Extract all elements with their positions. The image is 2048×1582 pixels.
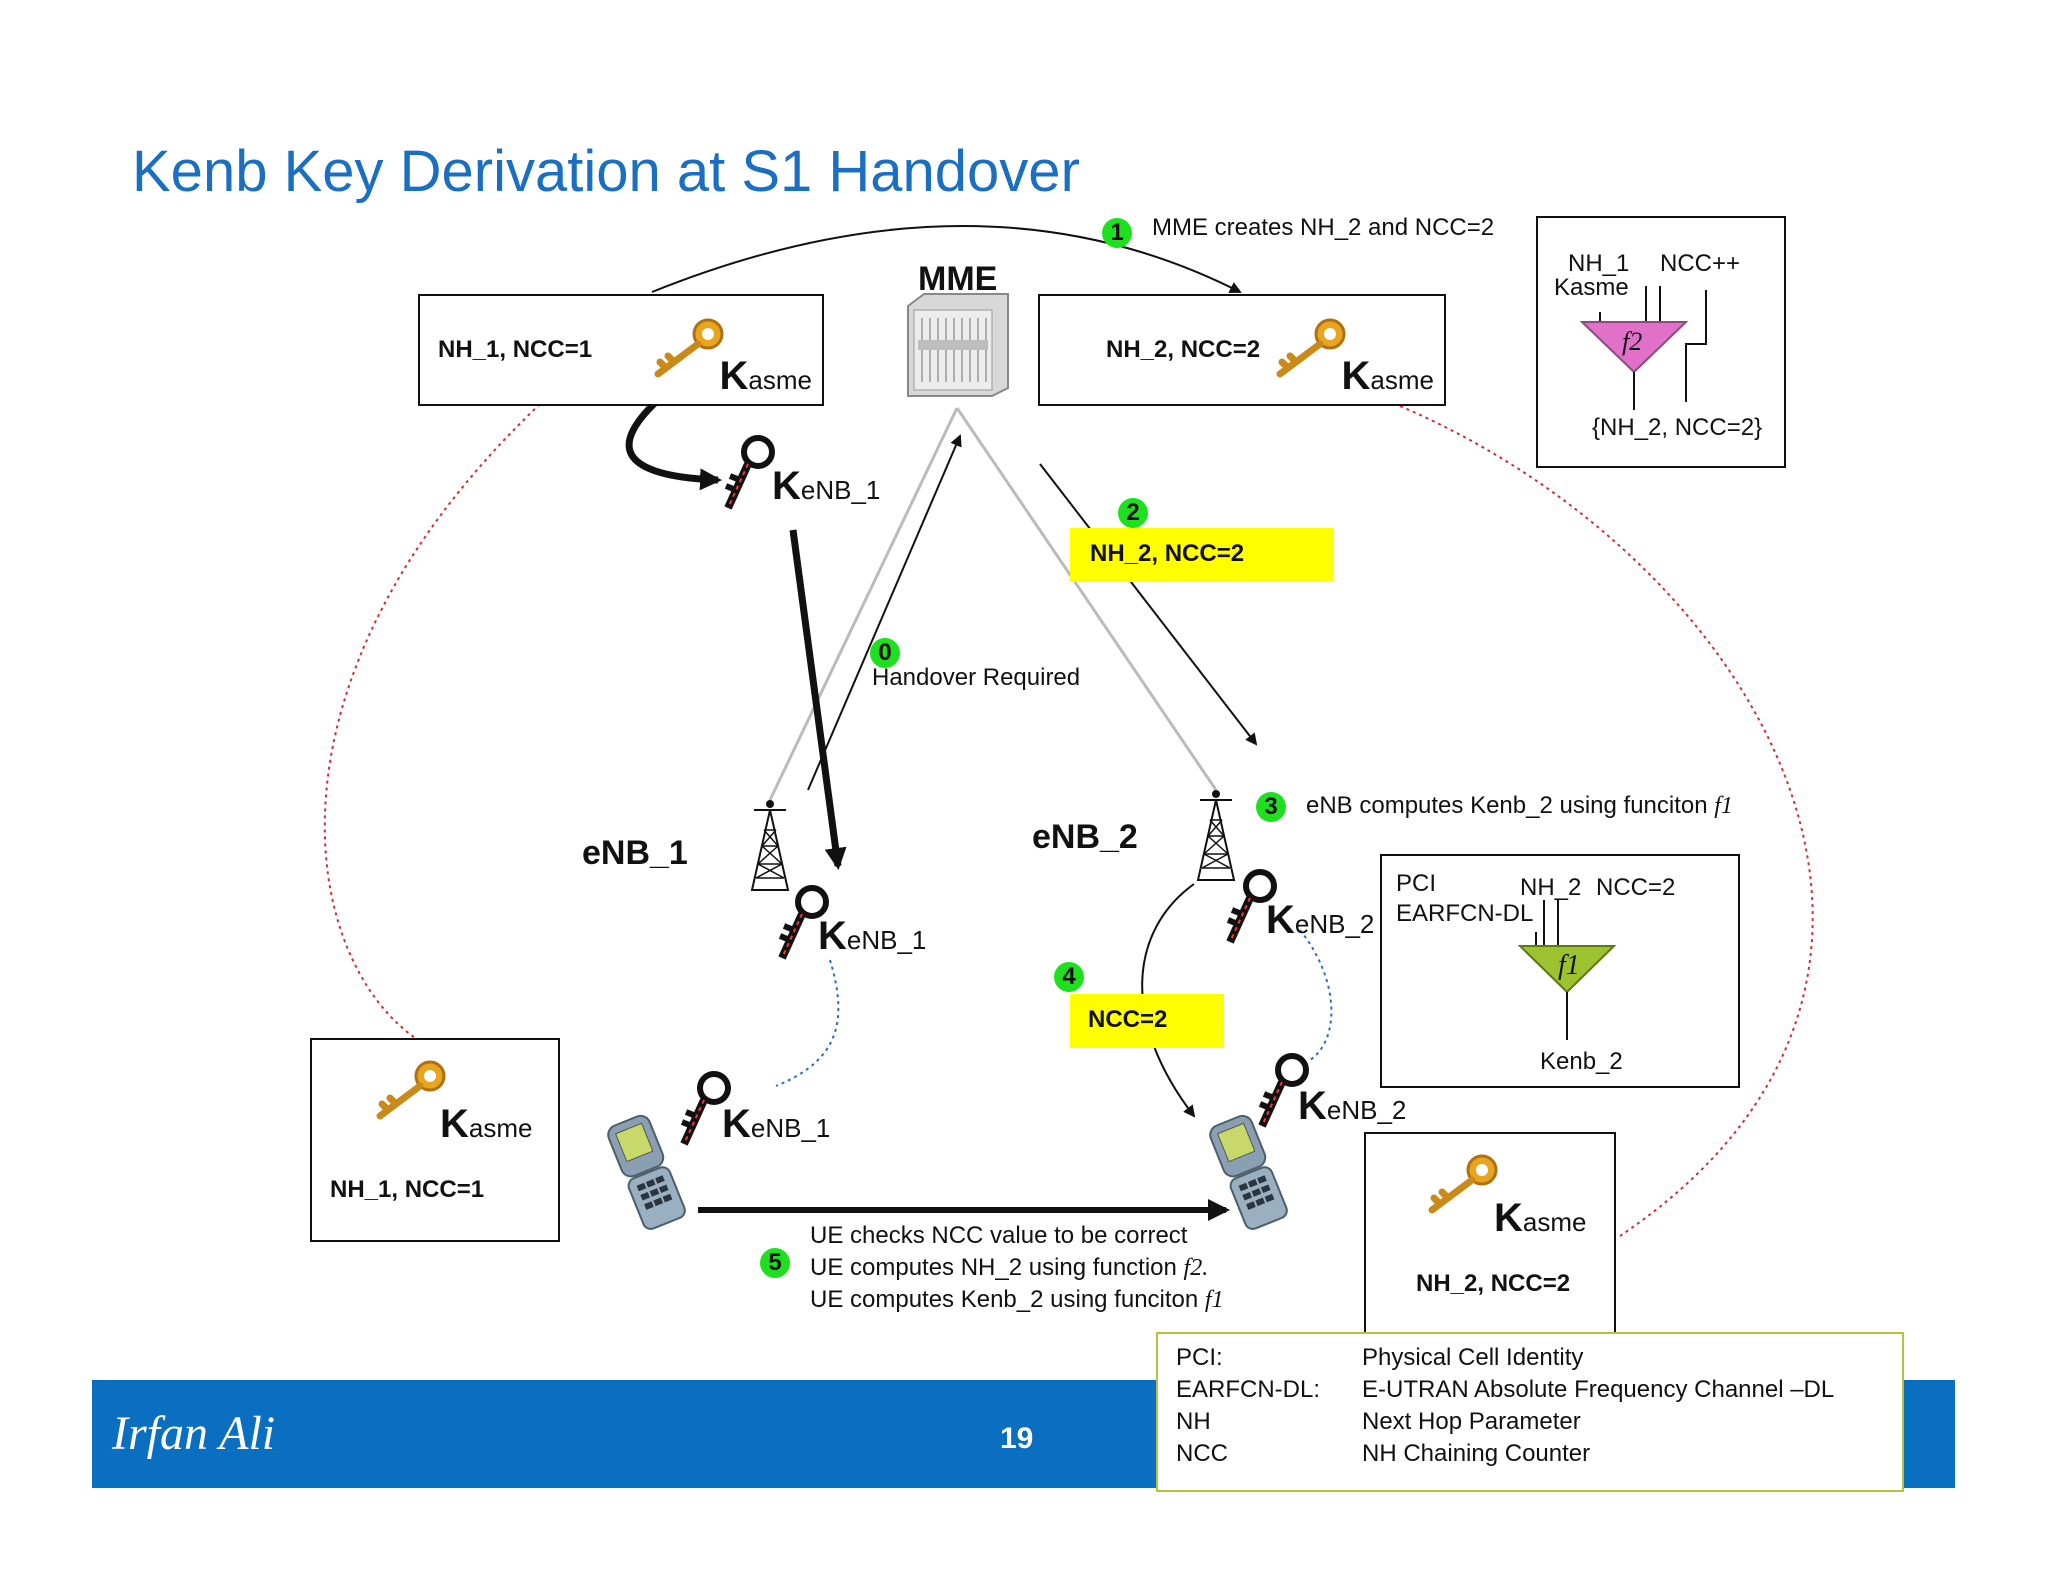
f1-input-ncc: NCC=2 [1596,874,1676,901]
gold-key-icon [654,318,724,378]
kenb1-key-icon [778,885,829,960]
mme-label: MME [918,260,998,298]
f2-input-nh1: NH_1 [1568,250,1630,277]
kasme-box-mme-new: NH_2, NCC=2 Kasme [1038,294,1446,406]
kenb2-label-ue: KeNB_2 [1298,1084,1407,1128]
mme-server-icon [907,293,1009,397]
box-label: NH_1, NCC=1 [330,1176,485,1203]
ue-old-phone-icon [607,1114,686,1230]
step-badge-5: 5 [760,1248,790,1278]
step-badge-3: 3 [1256,792,1286,822]
arc-step1 [651,225,1242,293]
kasme-label: Kasme [440,1102,533,1146]
f2-fn-label: f2 [1622,327,1642,356]
step-3-text: eNB computes Kenb_2 using funciton f1 [1306,792,1733,819]
link-mme-enb2 [955,407,1218,791]
legend-def: NH Chaining Counter [1362,1440,1591,1467]
step-4-text: NCC=2 [1088,1006,1168,1033]
arrow-kenb1-down [789,529,847,870]
legend-term: NCC [1176,1440,1228,1467]
step-badge-2: 2 [1118,498,1148,528]
f1-input-earfcn: EARFCN-DL [1396,900,1534,927]
step-badge-0: 0 [870,638,900,668]
arrow-step2 [1039,463,1258,746]
link-mme-enb1 [768,407,959,801]
kenb1-label-enb: KeNB_1 [818,914,927,958]
f1-input-nh2: NH_2 [1520,874,1582,901]
step-1-text: MME creates NH_2 and NCC=2 [1152,214,1495,241]
ue-new-phone-icon [1209,1114,1288,1230]
f1-output: Kenb_2 [1540,1048,1623,1075]
enb2-tower-icon [1196,790,1236,881]
step-5-line2: UE computes NH_2 using function f2. [810,1254,1209,1281]
legend-def: Physical Cell Identity [1362,1344,1584,1371]
footer-author: Irfan Ali [112,1407,276,1460]
step-5-line3: UE computes Kenb_2 using funciton f1 [810,1286,1224,1313]
step-5-line1: UE checks NCC value to be correct [810,1222,1188,1249]
legend-term: EARFCN-DL: [1176,1376,1321,1403]
enb1-label: eNB_1 [582,834,688,872]
kenb2-key-icon [1258,1053,1309,1128]
f2-input-ncc: NCC++ [1660,250,1741,277]
box-label: NH_1, NCC=1 [438,336,593,363]
step-0-text: Handover Required [872,664,1081,691]
arrow-step4 [1141,883,1196,1118]
box-label: NH_2, NCC=2 [1416,1270,1571,1297]
kenb2-label-enb: KeNB_2 [1266,898,1375,942]
f1-function-symbol: f1 [1517,900,1617,1040]
step-2-highlight: NH_2, NCC=2 [1070,528,1334,582]
gold-key-icon [1428,1154,1498,1214]
kasme-box-mme-old: NH_1, NCC=1 Kasme [418,294,824,406]
f1-input-pci: PCI [1396,870,1437,897]
kenb1-label-mme: KeNB_1 [772,464,881,508]
kasme-label: Kasme [1494,1196,1587,1240]
enb2-label: eNB_2 [1032,818,1138,856]
kenb1-key-icon [680,1071,731,1146]
enb1-tower-icon [750,800,790,891]
abbreviation-legend: PCI: Physical Cell Identity EARFCN-DL: E… [1156,1332,1904,1492]
kasme-label: Kasme [1341,354,1434,398]
legend-term: NH [1176,1408,1211,1435]
f1-fn-label: f1 [1558,950,1580,981]
kenb2-key-icon [1226,869,1277,944]
gold-key-icon [376,1060,446,1120]
gold-key-icon [1276,318,1346,378]
dotted-link-left [323,403,541,1041]
page-title: Kenb Key Derivation at S1 Handover [132,139,1080,204]
f2-input-kasme: Kasme [1554,274,1629,301]
kenb1-label-ue: KeNB_1 [722,1102,831,1146]
dotted-link-blue-left [775,959,840,1087]
kasme-label: Kasme [719,354,812,398]
f2-function-symbol: f2 [1579,286,1707,410]
legend-def: Next Hop Parameter [1362,1408,1581,1435]
step-badge-4: 4 [1054,962,1084,992]
step-4-highlight: NCC=2 [1070,994,1224,1048]
legend-def: E-UTRAN Absolute Frequency Channel –DL [1362,1376,1835,1403]
dotted-link-blue-right [1299,929,1333,1061]
legend-term: PCI: [1176,1344,1223,1371]
box-label: NH_2, NCC=2 [1106,336,1261,363]
arrow-step0 [807,434,962,791]
dotted-link-right [1399,405,1814,1237]
step-2-text: NH_2, NCC=2 [1090,540,1245,567]
kenb1-key-icon [724,435,775,510]
f2-output: {NH_2, NCC=2} [1592,414,1763,441]
step-badge-1: 1 [1102,218,1132,248]
page-number: 19 [1000,1422,1034,1455]
